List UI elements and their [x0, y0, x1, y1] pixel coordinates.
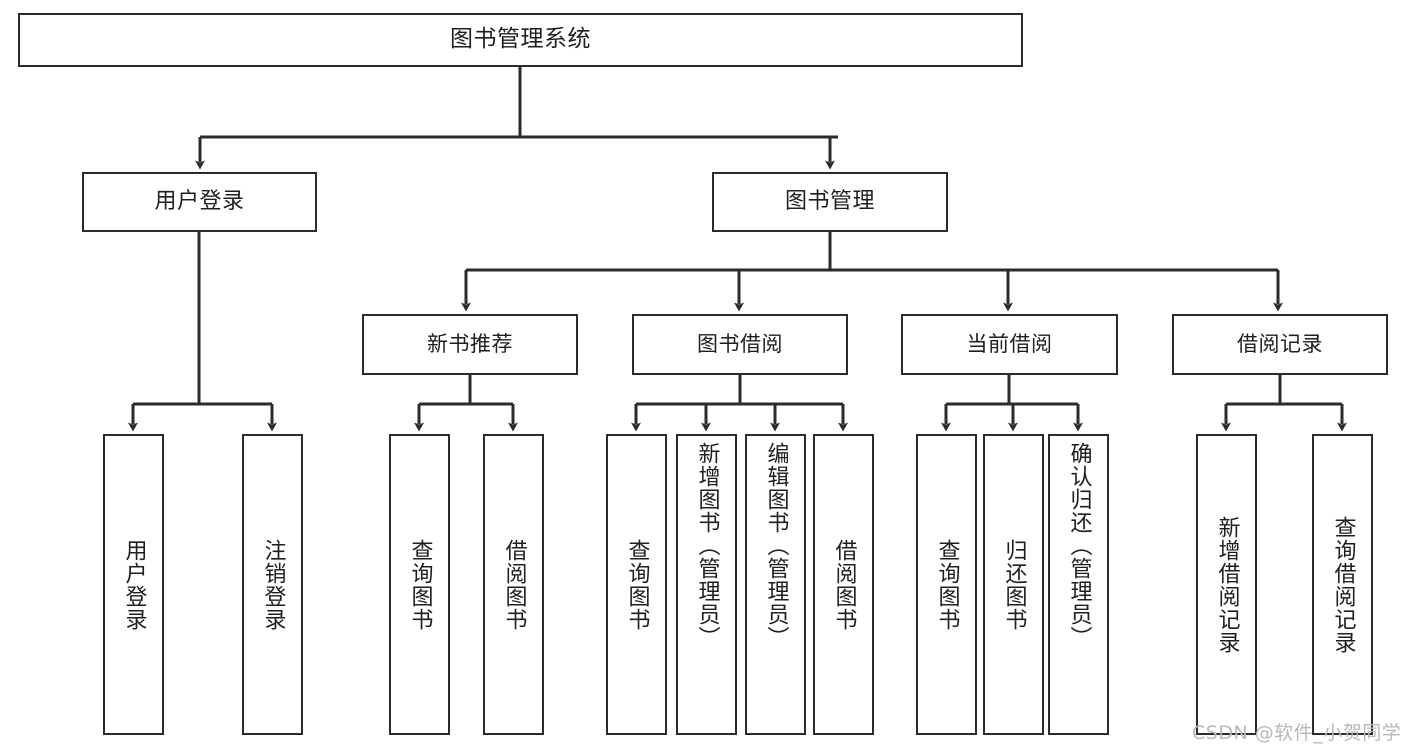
node-current-borrow[interactable]: 当前借阅	[901, 314, 1118, 375]
leaf-confirm-return-label: 确认归还（管理员）	[1066, 442, 1092, 649]
leaf-query-record[interactable]: 查询借阅记录	[1312, 434, 1373, 735]
leaf-add-record-label: 新增借阅记录	[1214, 515, 1240, 654]
leaf-add-record[interactable]: 新增借阅记录	[1196, 434, 1257, 735]
leaf-query-book-3-label: 查询图书	[934, 538, 960, 631]
leaf-confirm-return[interactable]: 确认归还（管理员）	[1048, 434, 1109, 735]
leaf-return-book[interactable]: 归还图书	[983, 434, 1044, 735]
leaf-query-book-1[interactable]: 查询图书	[389, 434, 450, 735]
node-user-login-label: 用户登录	[154, 188, 245, 214]
leaf-borrow-book-2[interactable]: 借阅图书	[813, 434, 874, 735]
node-root[interactable]: 图书管理系统	[18, 13, 1023, 67]
leaf-logout[interactable]: 注销登录	[242, 434, 303, 735]
leaf-edit-book-label: 编辑图书（管理员）	[763, 442, 789, 649]
node-book-borrow-label: 图书借阅	[697, 331, 783, 356]
leaf-edit-book[interactable]: 编辑图书（管理员）	[745, 434, 806, 735]
leaf-borrow-book-1[interactable]: 借阅图书	[483, 434, 544, 735]
leaf-logout-label: 注销登录	[260, 538, 286, 631]
leaf-query-book-3[interactable]: 查询图书	[916, 434, 977, 735]
node-current-borrow-label: 当前借阅	[966, 331, 1053, 356]
leaf-user-login-label: 用户登录	[121, 538, 147, 631]
node-borrow-record[interactable]: 借阅记录	[1172, 314, 1388, 375]
watermark: CSDN @软件_小贺同学	[1192, 722, 1402, 744]
node-book-borrow[interactable]: 图书借阅	[632, 314, 848, 375]
leaf-return-book-label: 归还图书	[1001, 538, 1027, 631]
node-book-manage[interactable]: 图书管理	[712, 172, 948, 232]
node-new-book-recommend-label: 新书推荐	[427, 331, 513, 356]
leaf-borrow-book-1-label: 借阅图书	[501, 538, 527, 631]
node-new-book-recommend[interactable]: 新书推荐	[362, 314, 578, 375]
leaf-query-record-label: 查询借阅记录	[1330, 515, 1356, 654]
node-root-label: 图书管理系统	[450, 26, 591, 53]
leaf-add-book[interactable]: 新增图书（管理员）	[676, 434, 737, 735]
leaf-user-login[interactable]: 用户登录	[103, 434, 164, 735]
node-user-login[interactable]: 用户登录	[82, 172, 317, 232]
node-book-manage-label: 图书管理	[784, 188, 875, 214]
leaf-query-book-1-label: 查询图书	[407, 538, 433, 631]
leaf-borrow-book-2-label: 借阅图书	[831, 538, 857, 631]
node-borrow-record-label: 借阅记录	[1237, 331, 1323, 356]
leaf-query-book-2[interactable]: 查询图书	[606, 434, 667, 735]
leaf-add-book-label: 新增图书（管理员）	[694, 442, 720, 649]
leaf-query-book-2-label: 查询图书	[624, 538, 650, 631]
